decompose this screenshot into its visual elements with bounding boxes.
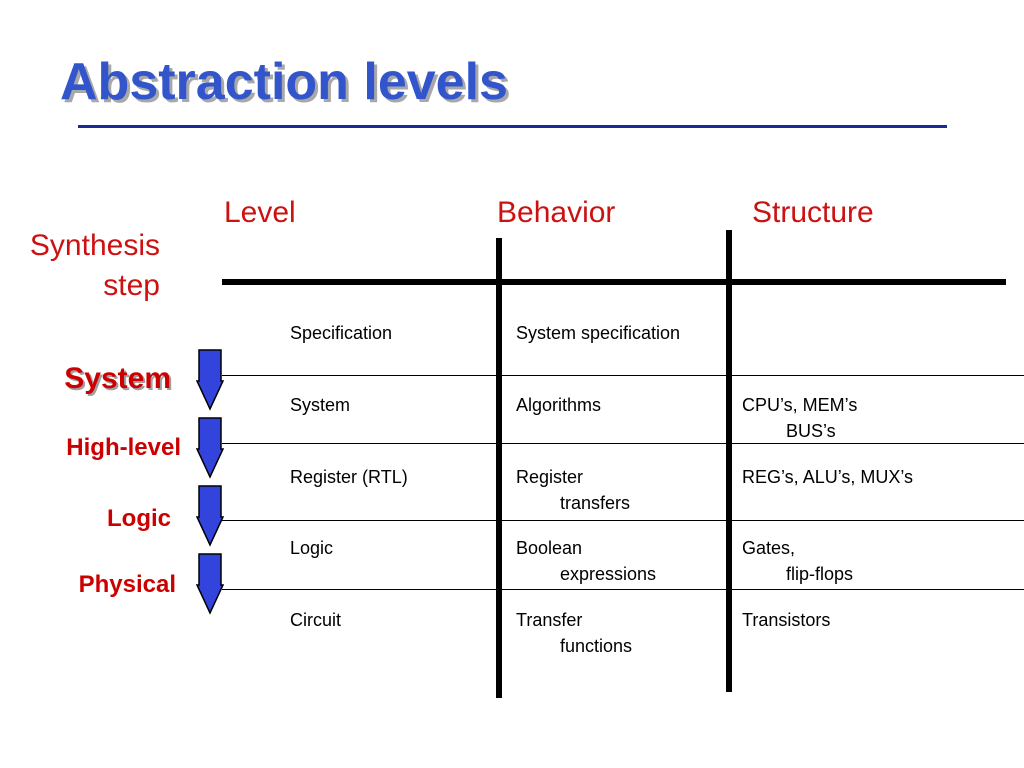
synthesis-header-line1: Synthesis xyxy=(29,229,160,262)
synthesis-step-header: Synthesis step xyxy=(30,226,160,306)
structure-cell: CPU’s, MEM’s BUS’s xyxy=(742,392,857,444)
slide-title: Abstraction levels xyxy=(60,53,508,111)
structure-line: Transistors xyxy=(742,610,831,630)
row-divider xyxy=(222,589,1024,590)
behavior-line-continued: functions xyxy=(560,636,633,656)
behavior-line: Register xyxy=(516,467,584,487)
structure-cell: Gates, flip-flops xyxy=(742,535,853,587)
level-column-header: Level xyxy=(224,196,296,229)
level-cell: Register (RTL) xyxy=(290,467,408,487)
behavior-cell: Register transfers xyxy=(516,464,630,516)
synthesis-step-physical: Physical xyxy=(78,571,176,598)
synthesis-step-system: System xyxy=(64,362,171,395)
structure-cell: REG’s, ALU’s, MUX’s xyxy=(742,464,913,490)
structure-line: REG’s, ALU’s, MUX’s xyxy=(742,467,914,487)
behavior-line: System specification xyxy=(516,323,681,343)
level-cell: Circuit xyxy=(290,610,342,630)
behavior-column-header: Behavior xyxy=(497,196,616,229)
row-divider xyxy=(222,375,1024,376)
row-divider xyxy=(222,520,1024,521)
down-arrow-icon xyxy=(196,417,224,479)
behavior-line: Algorithms xyxy=(516,395,602,415)
down-arrow-icon xyxy=(196,553,224,615)
behavior-cell: Algorithms xyxy=(516,392,601,418)
structure-line-continued: BUS’s xyxy=(786,421,836,441)
synthesis-step-high-level: High-level xyxy=(66,434,181,461)
down-arrow-icon xyxy=(196,485,224,547)
structure-cell: Transistors xyxy=(742,607,830,633)
header-divider xyxy=(222,279,1006,285)
behavior-line-continued: transfers xyxy=(560,493,631,513)
level-cell: System xyxy=(290,395,351,415)
structure-column-divider xyxy=(726,230,732,692)
structure-column-header: Structure xyxy=(752,196,874,229)
behavior-cell: Boolean expressions xyxy=(516,535,656,587)
behavior-line-continued: expressions xyxy=(560,564,657,584)
title-underline xyxy=(78,125,947,128)
structure-line: CPU’s, MEM’s xyxy=(742,395,858,415)
behavior-line: Transfer xyxy=(516,610,583,630)
behavior-column-divider xyxy=(496,238,502,698)
behavior-line: Boolean xyxy=(516,538,583,558)
behavior-cell: Transfer functions xyxy=(516,607,632,659)
structure-line: Gates, xyxy=(742,538,796,558)
row-divider xyxy=(222,443,1024,444)
synthesis-header-line2: step xyxy=(103,269,160,302)
structure-line-continued: flip-flops xyxy=(786,564,854,584)
down-arrow-icon xyxy=(196,349,224,411)
level-cell: Logic xyxy=(290,538,334,558)
level-cell: Specification xyxy=(290,323,393,343)
synthesis-step-logic: Logic xyxy=(107,505,171,532)
behavior-cell: System specification xyxy=(516,320,680,346)
